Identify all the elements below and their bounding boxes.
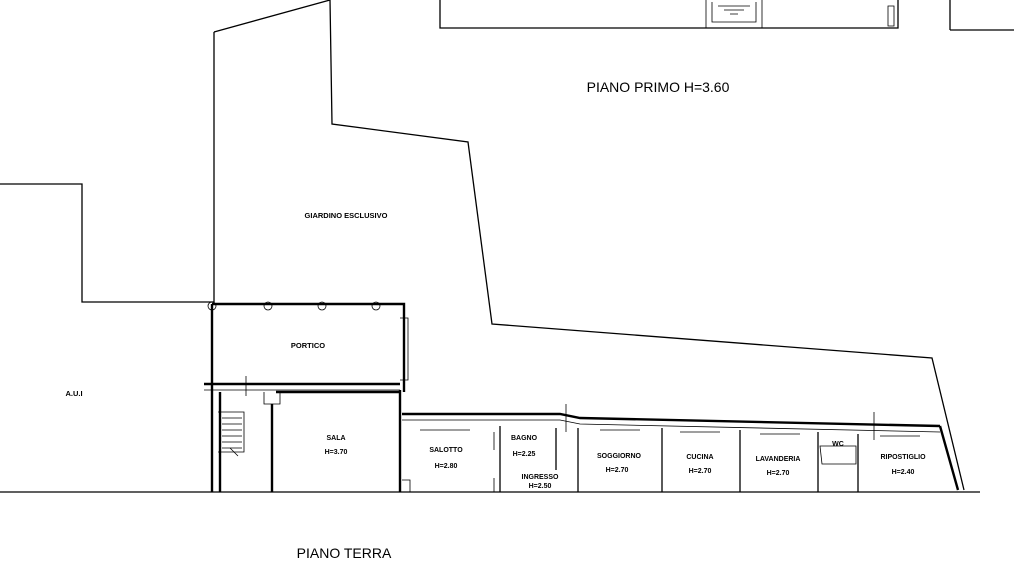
room-ingresso-height: H=2.50 [529,483,552,490]
room-cucina-name: CUCINA [686,454,713,461]
room-ingresso-name: INGRESSO [522,474,560,481]
first-floor-outline [439,0,1014,31]
room-wc-name: WC [832,441,844,448]
labels: PIANO PRIMO H=3.60 PIANO TERRA GIARDINO … [65,79,926,561]
room-ripostiglio-name: RIPOSTIGLIO [880,454,926,461]
room-cucina-height: H=2.70 [689,468,712,475]
room-soggiorno-height: H=2.70 [606,467,629,474]
room-salotto-name: SALOTTO [429,447,463,454]
room-lavanderia-name: LAVANDERIA [756,456,801,463]
room-salotto-height: H=2.80 [435,463,458,470]
room-lavanderia-height: H=2.70 [767,470,790,477]
ground-floor-walls [218,390,960,492]
room-bagno-height: H=2.25 [513,451,536,458]
room-soggiorno-name: SOGGIORNO [597,453,642,460]
room-sala-name: SALA [326,435,345,442]
garden-label: GIARDINO ESCLUSIVO [305,211,388,220]
first-floor-title: PIANO PRIMO H=3.60 [587,79,730,95]
aui-label: A.U.I [65,389,82,398]
ground-floor-title: PIANO TERRA [297,545,392,561]
room-ripostiglio-height: H=2.40 [892,469,915,476]
porch-label: PORTICO [291,341,325,350]
aui-outline [0,183,980,493]
room-sala-height: H=3.70 [325,449,348,456]
room-bagno-name: BAGNO [511,435,538,442]
porch-outline [204,301,409,492]
garden-boundary [213,0,965,491]
